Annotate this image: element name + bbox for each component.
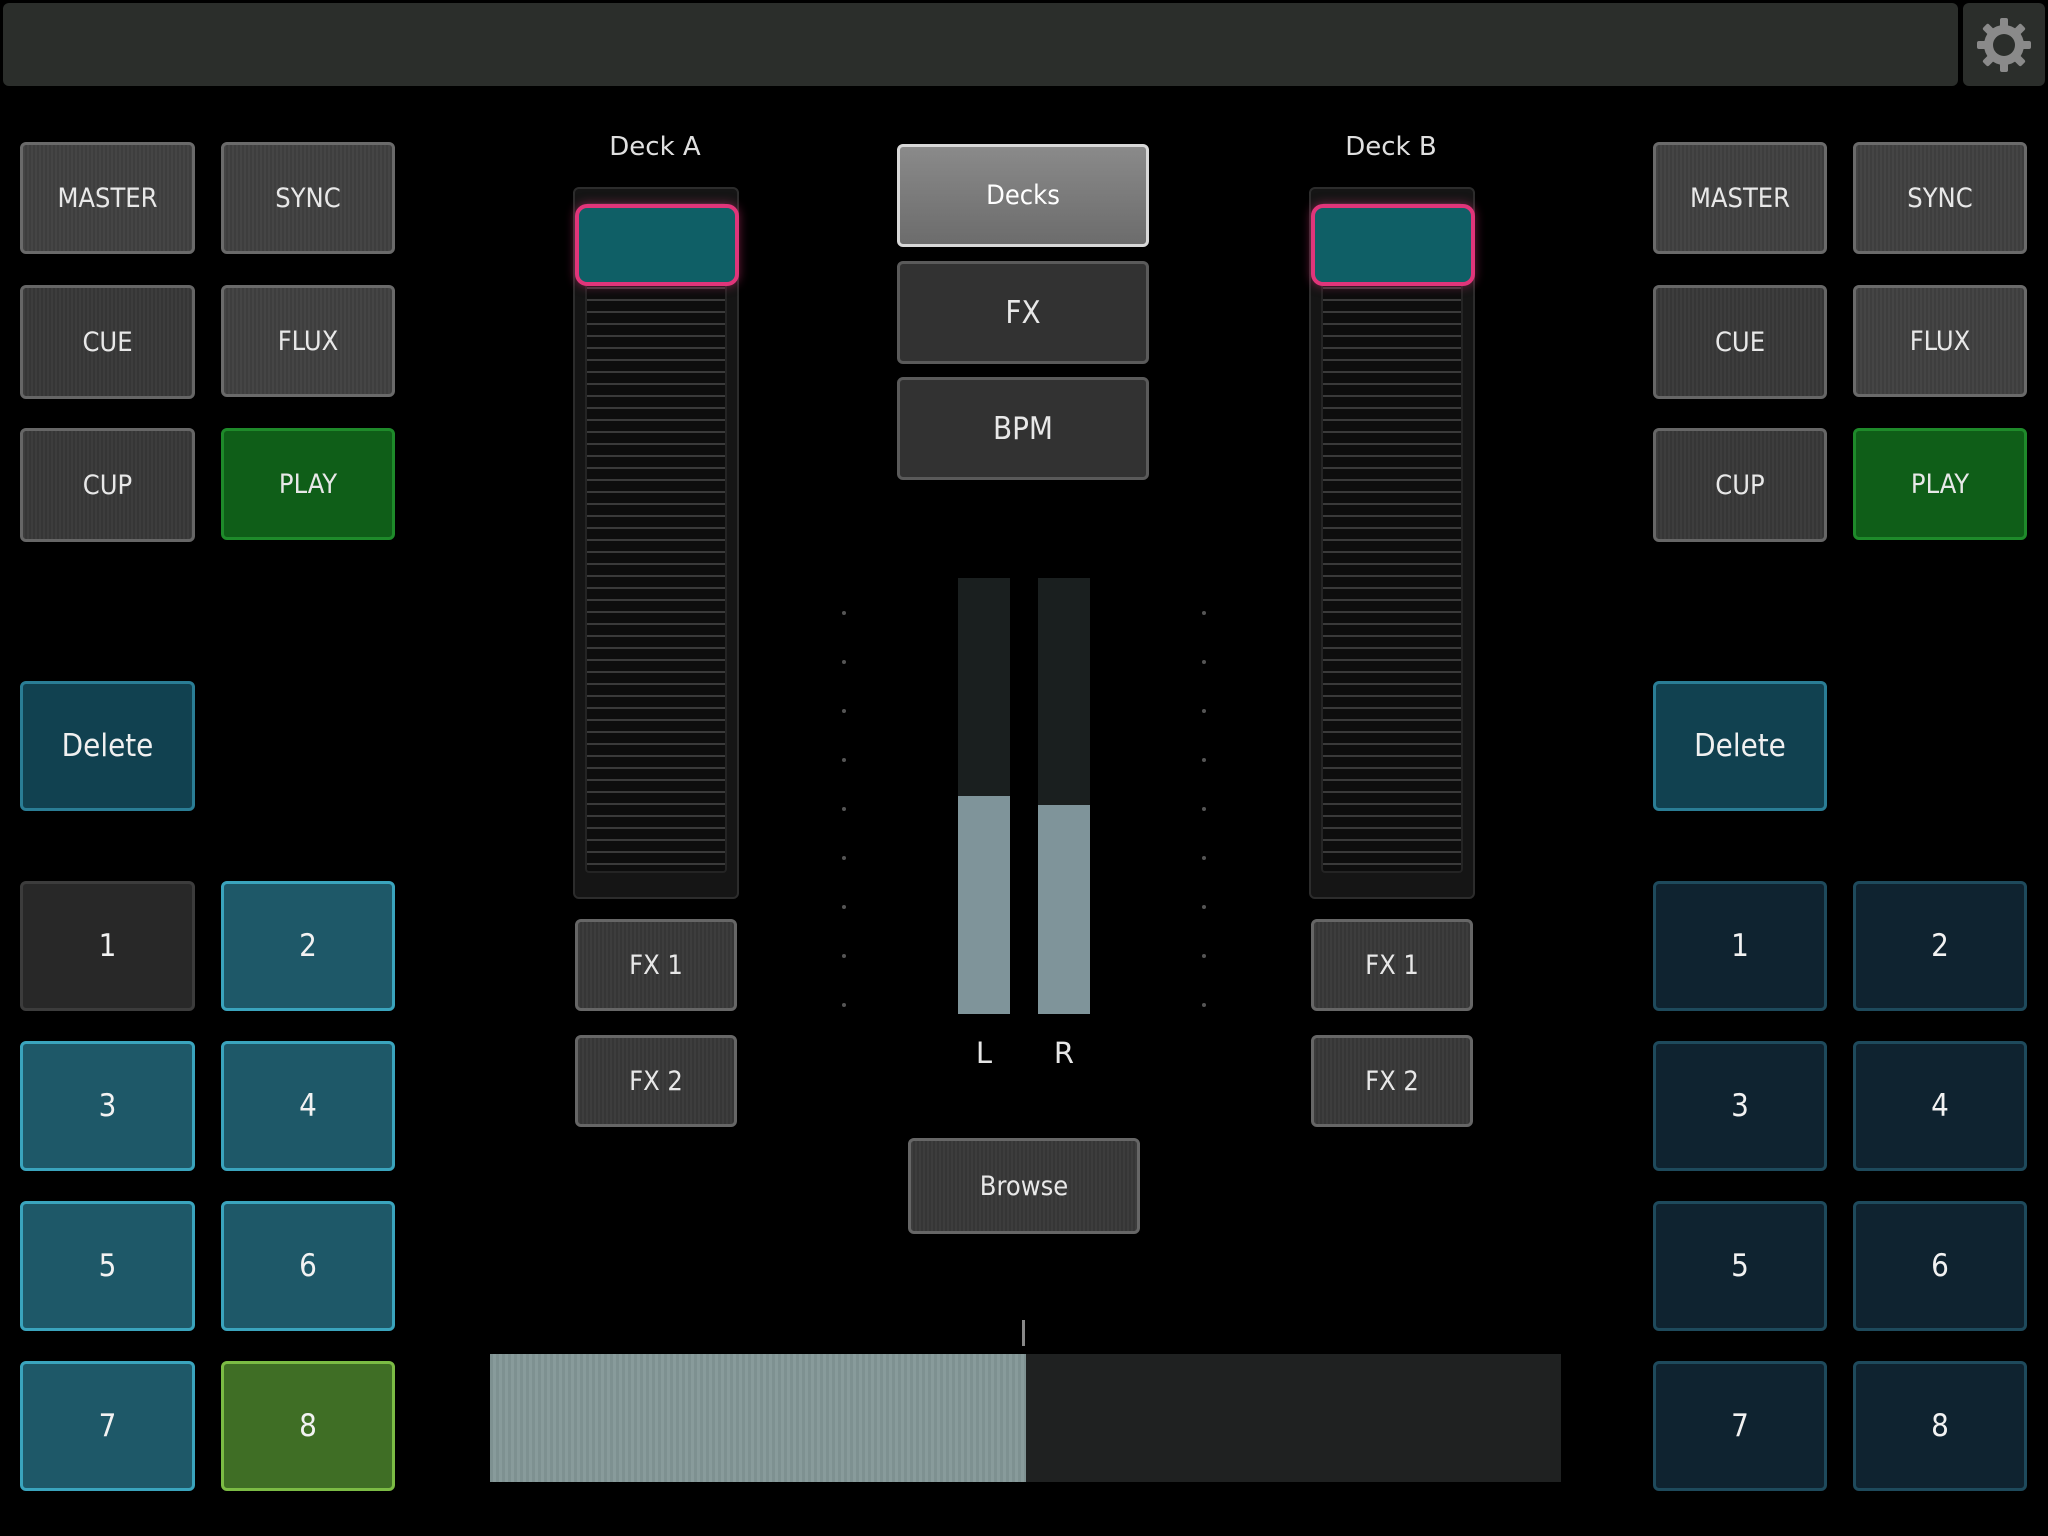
deck-a-pad-7[interactable]: 7 <box>20 1361 195 1491</box>
deck-a-pad-6[interactable]: 6 <box>221 1201 395 1331</box>
meter-scale-dot <box>842 856 846 860</box>
deck-b-pad-8[interactable]: 8 <box>1853 1361 2027 1491</box>
gear-icon <box>1977 17 2031 72</box>
meter-scale-dot <box>842 807 846 811</box>
deck-a-cue-button[interactable]: CUE <box>20 285 195 399</box>
crossfader-fill <box>490 1354 1026 1482</box>
deck-b-fx2-button[interactable]: FX 2 <box>1311 1035 1473 1127</box>
deck-a-sync-button[interactable]: SYNC <box>221 142 395 254</box>
deck-a-pad-2[interactable]: 2 <box>221 881 395 1011</box>
deck-b-pad-4[interactable]: 4 <box>1853 1041 2027 1171</box>
deck-a-fader-handle[interactable] <box>575 204 739 286</box>
deck-b-play-button[interactable]: PLAY <box>1853 428 2027 540</box>
fx-mode-button[interactable]: FX <box>897 261 1149 364</box>
deck-a-volume-fader[interactable] <box>573 187 739 899</box>
meter-scale-dot <box>842 758 846 762</box>
meter-left-label: L <box>975 1036 993 1070</box>
deck-a-delete-button[interactable]: Delete <box>20 681 195 811</box>
meter-scale-dot <box>842 905 846 909</box>
deck-b-pad-6[interactable]: 6 <box>1853 1201 2027 1331</box>
meter-scale-dot <box>1202 807 1206 811</box>
deck-b-pad-1[interactable]: 1 <box>1653 881 1827 1011</box>
deck-a-fader-slot <box>585 203 727 873</box>
deck-b-volume-fader[interactable] <box>1309 187 1475 899</box>
meter-scale-dot <box>842 611 846 615</box>
level-meter-left <box>958 578 1010 1014</box>
crossfader[interactable] <box>490 1354 1561 1482</box>
deck-a-pad-5[interactable]: 5 <box>20 1201 195 1331</box>
deck-b-fader-slot <box>1321 203 1463 873</box>
deck-a-cup-button[interactable]: CUP <box>20 428 195 542</box>
decks-mode-button[interactable]: Decks <box>897 144 1149 247</box>
meter-scale-dot <box>1202 954 1206 958</box>
deck-b-pad-7[interactable]: 7 <box>1653 1361 1827 1491</box>
deck-b-pad-2[interactable]: 2 <box>1853 881 2027 1011</box>
deck-b-pad-5[interactable]: 5 <box>1653 1201 1827 1331</box>
meter-scale-dot <box>1202 856 1206 860</box>
deck-b-cue-button[interactable]: CUE <box>1653 285 1827 399</box>
deck-b-fader-handle[interactable] <box>1311 204 1475 286</box>
bpm-mode-button[interactable]: BPM <box>897 377 1149 480</box>
deck-a-master-button[interactable]: MASTER <box>20 142 195 254</box>
meter-scale-dot <box>1202 758 1206 762</box>
deck-b-label: Deck B <box>1345 132 1437 162</box>
deck-a-pad-3[interactable]: 3 <box>20 1041 195 1171</box>
level-meter-left-fill <box>958 796 1010 1014</box>
meter-scale-dot <box>842 954 846 958</box>
deck-a-pad-4[interactable]: 4 <box>221 1041 395 1171</box>
meter-scale-dot <box>1202 709 1206 713</box>
deck-b-fx1-button[interactable]: FX 1 <box>1311 919 1473 1011</box>
meter-right-label: R <box>1053 1036 1075 1070</box>
level-meter-right-fill <box>1038 804 1090 1014</box>
deck-a-pad-1[interactable]: 1 <box>20 881 195 1011</box>
deck-b-pad-3[interactable]: 3 <box>1653 1041 1827 1171</box>
deck-a-play-button[interactable]: PLAY <box>221 428 395 540</box>
deck-b-delete-button[interactable]: Delete <box>1653 681 1827 811</box>
top-bar <box>3 3 1958 86</box>
meter-scale-dot <box>1202 1003 1206 1007</box>
deck-a-fx1-button[interactable]: FX 1 <box>575 919 737 1011</box>
meter-scale-dot <box>1202 660 1206 664</box>
meter-scale-dot <box>842 709 846 713</box>
deck-b-sync-button[interactable]: SYNC <box>1853 142 2027 254</box>
deck-a-fx2-button[interactable]: FX 2 <box>575 1035 737 1127</box>
deck-b-master-button[interactable]: MASTER <box>1653 142 1827 254</box>
crossfader-center-marker <box>1022 1320 1025 1346</box>
deck-b-cup-button[interactable]: CUP <box>1653 428 1827 542</box>
level-meter-right <box>1038 578 1090 1014</box>
meter-scale-dot <box>1202 905 1206 909</box>
meter-scale-dot <box>842 1003 846 1007</box>
deck-a-flux-button[interactable]: FLUX <box>221 285 395 397</box>
meter-scale-dot <box>842 660 846 664</box>
deck-a-pad-8[interactable]: 8 <box>221 1361 395 1491</box>
settings-button[interactable] <box>1963 3 2045 86</box>
deck-a-label: Deck A <box>609 132 701 162</box>
deck-b-flux-button[interactable]: FLUX <box>1853 285 2027 397</box>
meter-scale-dot <box>1202 611 1206 615</box>
browse-button[interactable]: Browse <box>908 1138 1140 1234</box>
